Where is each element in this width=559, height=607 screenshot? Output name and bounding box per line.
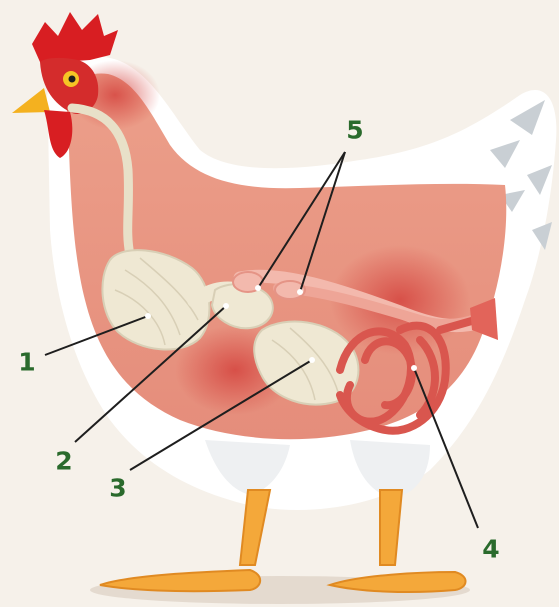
label-gizzard: 3 bbox=[109, 476, 126, 501]
label-proventriculus: 2 bbox=[55, 449, 72, 474]
beak bbox=[12, 88, 50, 113]
label-intestine: 4 bbox=[482, 537, 499, 562]
label-caeca: 5 bbox=[346, 118, 363, 143]
comb bbox=[32, 12, 118, 62]
label-crop: 1 bbox=[18, 350, 35, 375]
